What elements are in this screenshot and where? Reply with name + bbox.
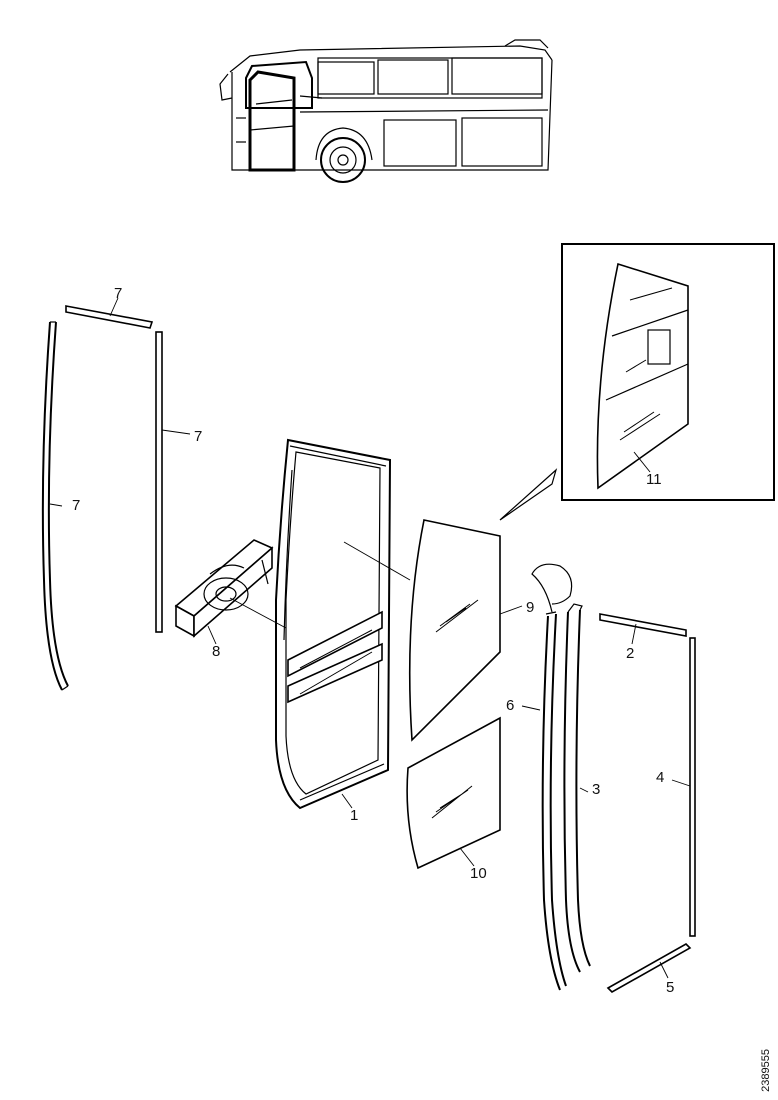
part-5-bottom-strip bbox=[606, 943, 692, 993]
part-4-straight-strip bbox=[671, 637, 696, 937]
bus-overview-illustration bbox=[219, 39, 553, 183]
callout-7: 7 bbox=[72, 497, 80, 514]
callout-7: 7 bbox=[114, 285, 122, 302]
part-6-seal-with-cable bbox=[521, 563, 573, 991]
part-9-upper-glass bbox=[343, 519, 523, 742]
callout-11: 11 bbox=[646, 471, 662, 488]
callout-4: 4 bbox=[656, 769, 664, 786]
part-8-mechanism-bracket bbox=[174, 539, 287, 645]
part-1-door-frame bbox=[275, 438, 392, 810]
part-7-top-strip bbox=[65, 297, 154, 329]
document-id: 2389555 bbox=[760, 1049, 772, 1092]
callout-2: 2 bbox=[626, 645, 634, 662]
callout-6: 6 bbox=[506, 697, 514, 714]
callout-5: 5 bbox=[666, 979, 674, 996]
callout-9: 9 bbox=[526, 599, 534, 616]
callout-8: 8 bbox=[212, 643, 220, 660]
callout-3: 3 bbox=[592, 781, 600, 798]
part-11-inset-detail bbox=[499, 243, 775, 521]
part-10-lower-glass bbox=[406, 716, 501, 870]
callout-1: 1 bbox=[350, 807, 358, 824]
part-3-curved-profile bbox=[563, 603, 591, 973]
callout-7: 7 bbox=[194, 428, 202, 445]
part-7-curved-seal bbox=[41, 321, 69, 691]
part-2-top-strip bbox=[599, 613, 687, 645]
part-7-straight-strip bbox=[155, 331, 191, 633]
callout-10: 10 bbox=[470, 865, 487, 882]
